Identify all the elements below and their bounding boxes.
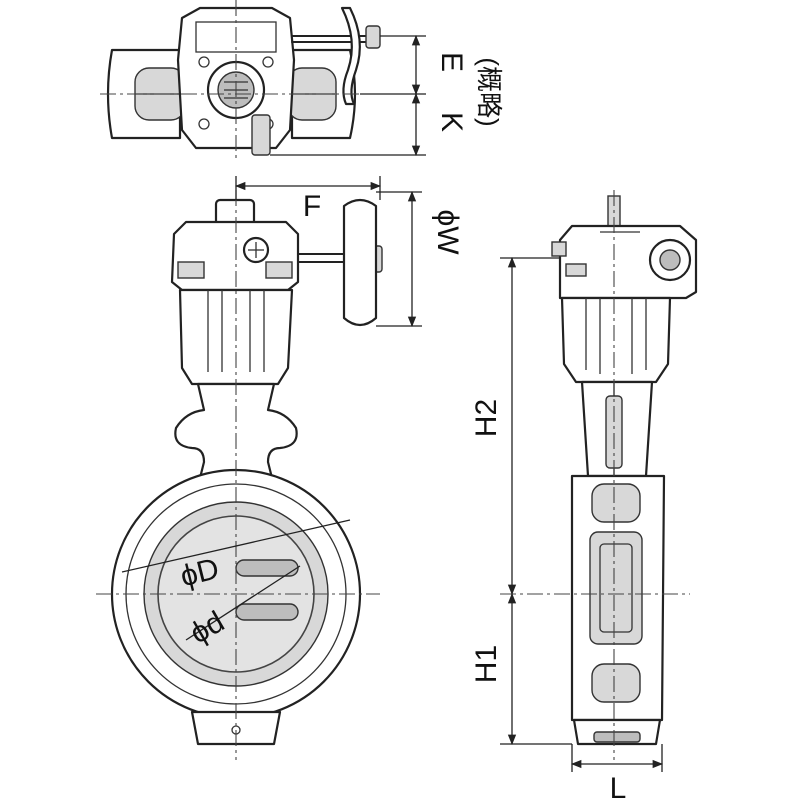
label-F: F: [303, 190, 321, 223]
top-view: [100, 0, 381, 160]
label-L: L: [610, 772, 627, 800]
label-H2: H2: [470, 399, 503, 437]
label-K: K: [435, 112, 468, 132]
label-H1: H1: [470, 645, 503, 683]
label-W: ϕW: [431, 209, 464, 255]
front-view: [96, 190, 383, 760]
label-E: E: [435, 52, 468, 72]
dim-H-L: [500, 256, 664, 772]
side-view: [500, 190, 698, 760]
label-approx: (概略): [474, 57, 504, 126]
dim-E-K: [270, 34, 426, 157]
dim-F-W: [234, 176, 422, 328]
